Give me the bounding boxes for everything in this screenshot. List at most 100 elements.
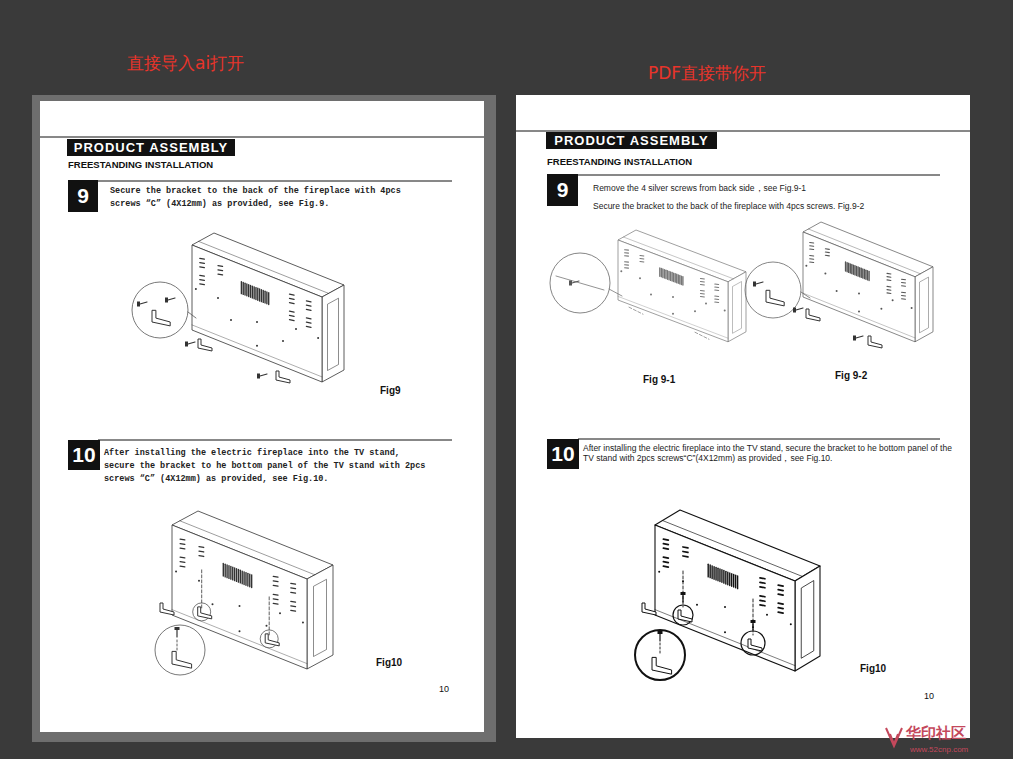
bottom-rim <box>618 296 728 338</box>
grille-bar <box>867 271 868 280</box>
grille-bar <box>664 270 665 278</box>
grille-bar <box>659 268 660 276</box>
vent-slot <box>180 556 185 558</box>
vent-slot <box>290 298 295 300</box>
bottom-rim <box>803 293 915 338</box>
grille-bar <box>238 570 239 583</box>
screw-head <box>658 631 663 634</box>
vent-slot <box>825 251 829 253</box>
vent-slot <box>180 565 185 567</box>
vent-slot <box>290 319 295 321</box>
watermark: 华印社区 <box>906 724 966 742</box>
fireplace-figure <box>635 510 820 680</box>
section-banner: PRODUCT ASSEMBLY <box>67 139 235 156</box>
screw-hole <box>639 277 641 279</box>
vent-slot <box>810 242 814 244</box>
grille-bar <box>862 269 863 278</box>
grille-bar <box>252 286 253 298</box>
vent-slot <box>273 585 278 587</box>
grille-bar <box>228 566 229 579</box>
vent-slot <box>778 611 783 614</box>
side-panel <box>328 298 339 370</box>
vent-slot <box>273 603 278 605</box>
step-rule <box>98 440 452 441</box>
grille-bar <box>257 288 258 300</box>
grille-bar <box>856 266 857 275</box>
back-panel <box>618 240 728 342</box>
grille-bar <box>253 287 254 299</box>
watermark-logo <box>886 728 902 746</box>
leader-line <box>801 292 810 298</box>
grille-bar <box>259 289 260 301</box>
vent-slot <box>825 255 829 257</box>
screw-head <box>137 302 140 307</box>
screw-hole <box>724 606 726 608</box>
screw-line <box>695 332 709 339</box>
grille-bar <box>665 270 666 278</box>
grille-bar <box>708 564 709 577</box>
side-panel <box>314 579 327 656</box>
manual-page <box>40 101 484 732</box>
vent-slot <box>715 295 719 297</box>
vent-slot <box>273 576 278 578</box>
vent-slot <box>810 248 814 250</box>
grille-bar <box>733 574 734 587</box>
step-rule <box>98 181 452 182</box>
vent-slot <box>887 279 891 281</box>
screw-hole <box>724 631 726 633</box>
grille-bar <box>224 564 225 577</box>
vent-slot <box>199 555 204 557</box>
alignment-line <box>660 643 661 654</box>
alignment-line <box>683 571 684 607</box>
fireplace-figure <box>745 222 933 348</box>
grille-bar <box>223 564 224 577</box>
figure-label: Fig9 <box>380 385 401 397</box>
grille-bar <box>240 570 241 583</box>
vent-slot <box>291 592 296 594</box>
detail-circle <box>155 625 205 675</box>
bottom-rim <box>192 325 322 377</box>
grille-bar <box>250 285 251 297</box>
vent-slot <box>291 583 296 585</box>
grille-bar <box>226 565 227 578</box>
figure-label: Fig 9-1 <box>643 374 675 386</box>
back-panel <box>803 232 915 342</box>
vent-slot <box>683 546 688 549</box>
grille-bar <box>850 264 851 273</box>
vent-slot <box>760 599 765 602</box>
screw <box>756 282 763 284</box>
grille-bar <box>851 265 852 274</box>
header-rule <box>40 137 484 138</box>
step-number-box: 10 <box>547 439 579 469</box>
vent-slot <box>902 285 906 287</box>
screw <box>168 298 175 300</box>
vent-slot <box>640 258 644 260</box>
vent-slot <box>663 538 668 541</box>
grille-bar <box>725 571 726 584</box>
grille-bar <box>248 285 249 297</box>
bracket <box>265 634 279 646</box>
step-number-box: 10 <box>68 440 100 470</box>
grille-bar <box>668 271 669 279</box>
screw <box>176 630 177 637</box>
grille-bar <box>853 265 854 274</box>
screw-head <box>753 282 756 287</box>
step-rule <box>578 439 940 440</box>
grille-bar <box>230 567 231 580</box>
screw-head <box>853 336 856 341</box>
grille-bar <box>729 573 730 586</box>
vent-slot <box>291 601 296 603</box>
fireplace-figure <box>155 511 333 675</box>
screw-head <box>175 627 180 630</box>
screw-hole <box>650 294 652 296</box>
figure-label: Fig10 <box>860 663 886 675</box>
screw-hole <box>620 270 622 272</box>
screw-hole <box>766 614 768 616</box>
screw-hole <box>724 310 726 312</box>
page-number: 10 <box>439 684 449 695</box>
screw-head <box>185 342 188 347</box>
grille-bar <box>861 268 862 277</box>
grille-bar <box>246 284 247 296</box>
detail-circle <box>741 631 765 655</box>
bracket <box>806 309 820 321</box>
